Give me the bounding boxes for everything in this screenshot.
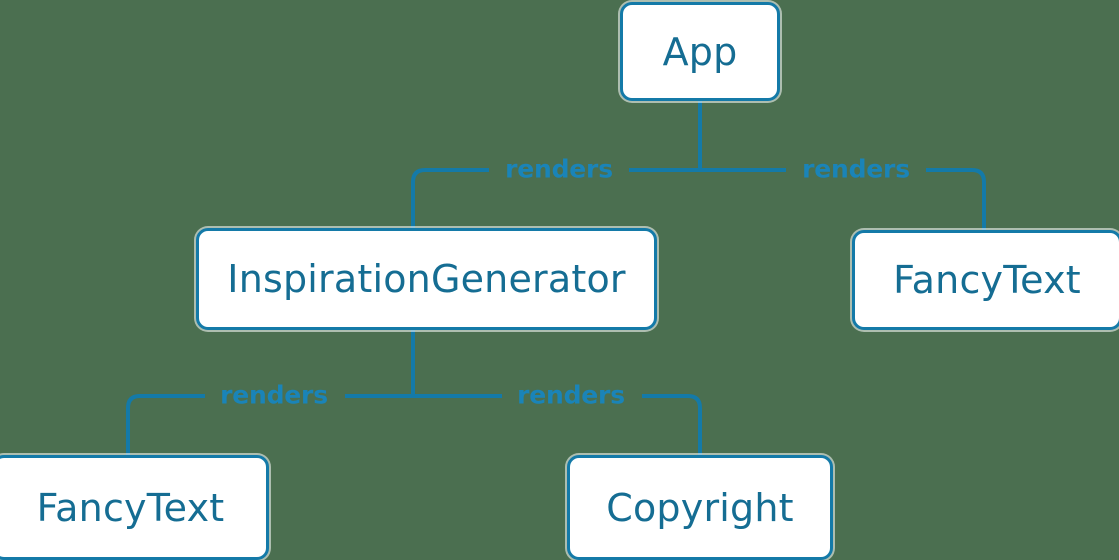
edge-label-inspirationgenerator-to-copyright: renders	[517, 380, 625, 410]
node-inspiration-generator-label: InspirationGenerator	[227, 257, 626, 301]
node-inspiration-generator[interactable]: InspirationGenerator	[196, 228, 657, 330]
edge-label-app-to-fancytext-right: renders	[802, 154, 910, 184]
edge-label-inspirationgenerator-to-fancytext-bottom: renders	[220, 380, 328, 410]
node-fancytext-right-label: FancyText	[893, 258, 1081, 302]
edge-label-app-to-inspirationgenerator: renders	[505, 154, 613, 184]
node-copyright[interactable]: Copyright	[567, 455, 833, 560]
node-fancytext-bottom-label: FancyText	[36, 485, 225, 530]
node-copyright-label: Copyright	[606, 485, 794, 530]
node-fancytext-bottom[interactable]: FancyText	[0, 455, 269, 560]
node-app[interactable]: App	[620, 2, 780, 101]
node-fancytext-right[interactable]: FancyText	[852, 230, 1119, 330]
node-app-label: App	[662, 29, 738, 74]
